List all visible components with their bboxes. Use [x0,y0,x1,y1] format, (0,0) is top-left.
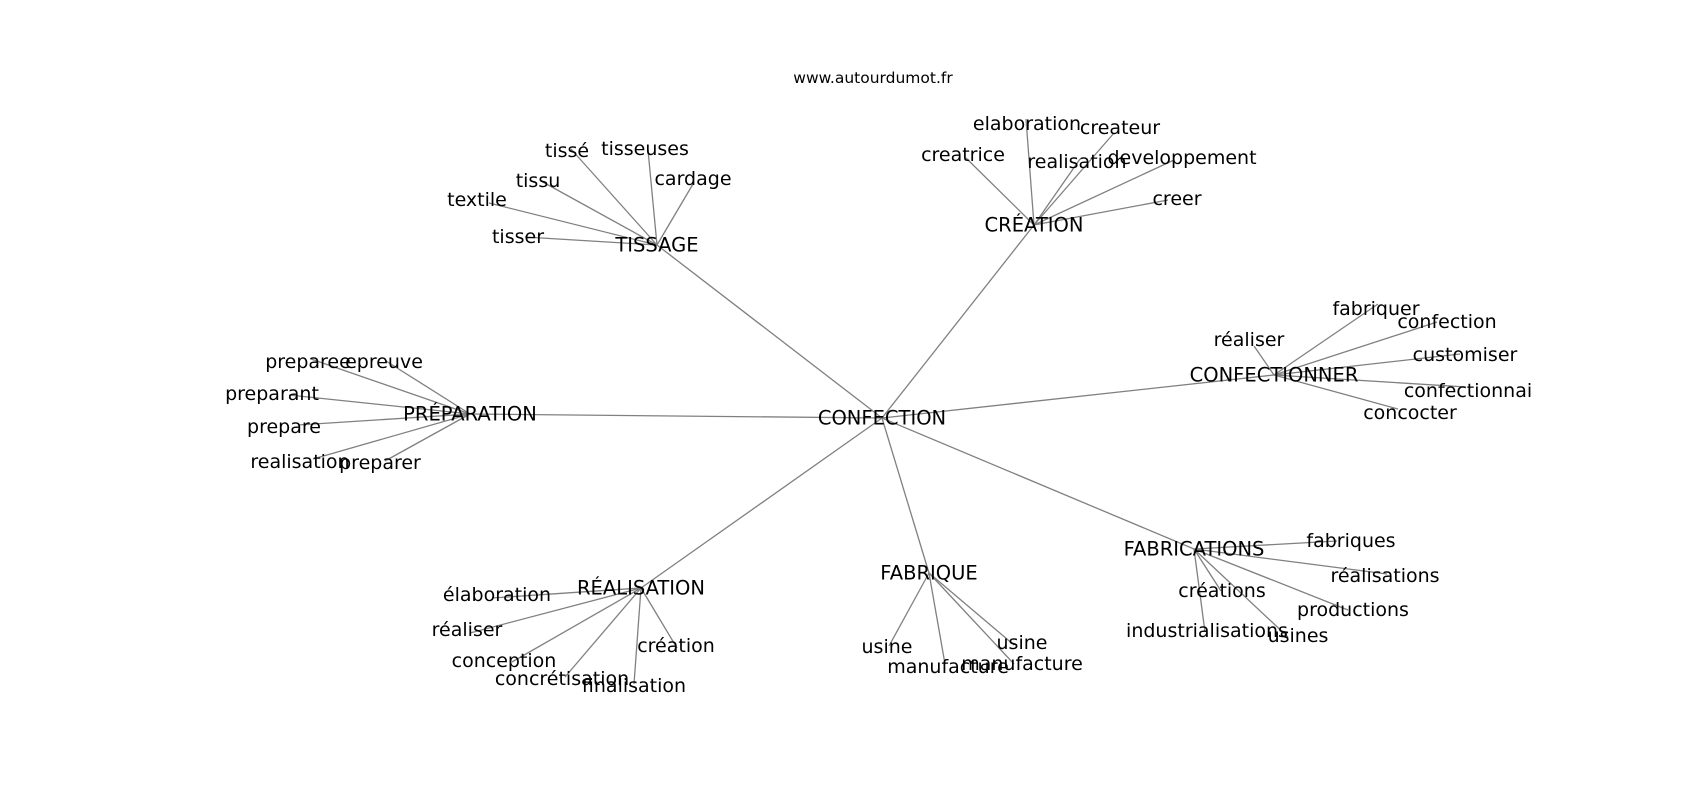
edge-center-to-hub [881,417,1195,550]
edge-hub-to-word [1273,303,1379,376]
word-node-label: usine [997,632,1048,654]
edge-hub-to-word [1193,540,1338,550]
edge-hub-to-word [928,572,1015,646]
edge-hub-to-word [1193,548,1206,633]
word-node-label: prepare [247,416,321,438]
edge-hub-to-word [633,587,642,685]
word-node-label: conception [452,650,557,672]
graph-edges [288,118,1467,685]
edge-hub-to-word [310,358,471,415]
edge-hub-to-word [1273,353,1461,376]
word-node-label: confectionnai [1404,380,1532,402]
edge-hub-to-word [928,572,1015,665]
word-node-label: création [637,635,715,657]
site-watermark: www.autourdumot.fr [793,69,953,87]
edge-hub-to-word [640,587,678,649]
edge-hub-to-word [385,360,471,415]
word-node-label: tisseuses [601,138,689,160]
word-node-label: concocter [1363,402,1457,424]
word-node-label: usines [1268,625,1329,647]
edge-hub-to-word [1033,159,1175,226]
edge-hub-to-word [491,587,642,599]
word-node-label: tisser [492,226,544,248]
edge-hub-to-word [647,149,658,246]
edge-hub-to-word [1033,158,1081,226]
word-node-label: réaliser [1214,329,1285,351]
word-node-label: manufacture [887,656,1009,678]
edge-hub-to-word [524,236,658,246]
word-node-label: cardage [654,168,731,190]
edge-hub-to-word [888,572,930,647]
hub-node-label: TISSAGE [614,234,698,257]
edge-hub-to-word [488,202,658,246]
word-node-label: élaboration [443,584,551,606]
edge-hub-to-word [1025,118,1035,226]
word-node-label: usine [862,636,913,658]
word-node-label: preparee [265,351,351,373]
word-node-label: developpement [1107,147,1256,169]
edge-hub-to-word [564,587,642,678]
center-node-label: CONFECTION [818,407,946,430]
edge-hub-to-word [540,180,658,246]
word-node-label: créations [1178,580,1265,602]
word-node-label: realisation [250,451,349,473]
word-node-label: customiser [1413,344,1518,366]
edge-center-to-hub [881,374,1275,419]
word-node-label: realisation [1027,151,1126,173]
edge-hub-to-word [965,157,1035,226]
word-node-label: tissu [516,170,561,192]
edge-hub-to-word [1033,132,1115,226]
hub-node-label: CONFECTIONNER [1190,364,1359,387]
word-node-label: fabriques [1306,530,1395,552]
edge-hub-to-word [384,413,471,462]
word-node-label: concrétisation [495,668,629,690]
word-node-label: elaboration [973,113,1081,135]
word-node-label: creatrice [921,144,1005,166]
edge-hub-to-word [928,572,946,665]
word-node-label: creer [1152,188,1201,210]
graph-labels: CONFECTION tissé tisseuses tissu cardage tex… [225,113,1532,697]
edge-hub-to-word [656,183,694,246]
edge-center-to-hub [881,417,930,574]
edge-hub-to-word [1033,199,1169,226]
hub-node-label: FABRICATIONS [1124,538,1265,561]
edge-hub-to-word [1273,374,1467,388]
edge-hub-to-word [511,587,642,663]
edge-hub-to-word [1273,321,1438,376]
edge-hub-to-word [1193,548,1222,592]
edge-hub-to-word [1273,374,1399,410]
edge-center-to-hub [656,244,883,419]
edge-center-to-hub [640,417,883,589]
word-node-label: réalisations [1330,565,1439,587]
edge-center-to-hub [881,224,1035,419]
word-node-label: preparer [339,452,421,474]
word-node-label: confection [1397,311,1496,333]
edge-hub-to-word [1193,548,1388,575]
word-node-label: productions [1297,599,1409,621]
edge-hub-to-word [469,587,642,634]
word-node-label: finalisation [582,675,686,697]
edge-hub-to-word [1193,548,1289,638]
word-node-label: fabriquer [1332,298,1419,320]
word-node-label: epreuve [345,351,423,373]
word-node-label: manufacture [961,653,1083,675]
hub-node-label: CRÉATION [985,214,1084,237]
word-node-label: preparant [225,383,319,405]
word-node-label: réaliser [432,619,503,641]
word-node-label: textile [447,189,507,211]
hub-node-label: PRÉPARATION [403,403,537,426]
edge-center-to-hub [469,413,883,419]
edge-hub-to-word [1253,345,1275,376]
hub-node-label: RÉALISATION [577,577,705,600]
edge-hub-to-word [570,148,658,246]
edge-hub-to-word [288,394,471,415]
edge-hub-to-word [312,413,471,460]
edge-hub-to-word [1193,548,1349,611]
word-node-label: industrialisations [1126,620,1288,642]
word-node-label: tissé [545,140,589,162]
edge-hub-to-word [297,413,471,426]
word-node-label: createur [1080,117,1160,139]
hub-node-label: FABRIQUE [880,562,977,585]
